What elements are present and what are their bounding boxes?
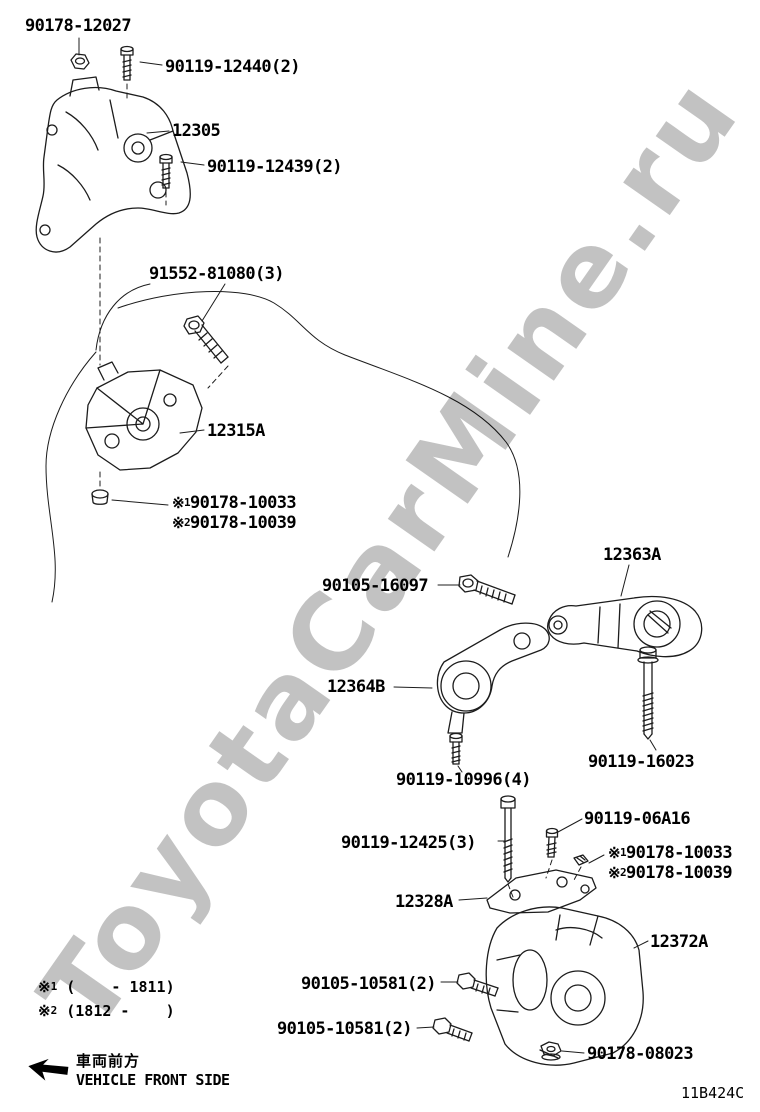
- part-label-12305: 12305: [172, 121, 221, 141]
- part-label-90119-06A16: 90119-06A16: [584, 809, 691, 829]
- part-label-90105-10581-lower: 90105-10581(2): [277, 1019, 412, 1039]
- part-label-90178-12027: 90178-12027: [25, 16, 132, 36]
- label-text: 12328A: [395, 892, 453, 912]
- label-text: 90105-16097: [322, 576, 429, 596]
- reference-mark: ※: [38, 978, 51, 996]
- part-label-90178-08023: 90178-08023: [587, 1044, 694, 1064]
- reference-mark-number: 2: [50, 1004, 58, 1017]
- part-label-12363A: 12363A: [603, 545, 661, 565]
- front-label-jp: 車両前方: [76, 1052, 141, 1070]
- label-text: 90178-12027: [25, 16, 132, 36]
- label-text: 90105-10581(2): [277, 1019, 412, 1039]
- grommet-90178-10033: [91, 489, 109, 505]
- vehicle-front-indicator: 車両前方 VEHICLE FRONT SIDE: [28, 1050, 230, 1089]
- part-label-90178-10033-right: ※190178-10033: [608, 843, 733, 863]
- part-12305: [35, 76, 191, 253]
- label-text: 12364B: [327, 677, 385, 697]
- label-text: 90119-16023: [588, 752, 695, 772]
- label-text: 91552-81080(3): [149, 264, 284, 284]
- reference-mark-number: 2: [619, 866, 627, 879]
- bolt-90119-12425: [500, 795, 516, 883]
- part-12363A: [546, 595, 703, 658]
- routing-curves: [45, 283, 521, 603]
- bolt-90119-16023: [637, 646, 659, 740]
- part-label-12328A: 12328A: [395, 892, 453, 912]
- legend-note-1: ※1 ( - 1811): [38, 978, 175, 996]
- leader-lines: [78, 37, 657, 1054]
- bolt-90119-10996: [449, 732, 463, 765]
- part-12372A: [485, 906, 644, 1066]
- label-text: 90178-08023: [587, 1044, 694, 1064]
- part-12315A: [85, 361, 203, 471]
- part-label-12372A: 12372A: [650, 932, 708, 952]
- part-label-90119-16023: 90119-16023: [588, 752, 695, 772]
- nut-90178-08023: [540, 1041, 562, 1061]
- label-text: 12305: [172, 121, 221, 141]
- part-label-12315A: 12315A: [207, 421, 265, 441]
- bolt-90105-10581-lower: [432, 1017, 473, 1042]
- label-text: ( - 1811): [57, 978, 175, 996]
- part-label-90178-10033-left: ※190178-10033: [172, 493, 297, 513]
- front-texts: 車両前方 VEHICLE FRONT SIDE: [76, 1050, 230, 1089]
- label-text: 12372A: [650, 932, 708, 952]
- front-label-en: VEHICLE FRONT SIDE: [76, 1071, 230, 1089]
- part-label-90119-12439: 90119-12439(2): [207, 157, 342, 177]
- part-label-12364B: 12364B: [327, 677, 385, 697]
- nut-90178-12027: [70, 53, 90, 70]
- dashed-lines: [99, 83, 582, 898]
- diagram-code: 11B424C: [681, 1084, 745, 1102]
- reference-mark-number: 2: [183, 516, 191, 529]
- clip-90178-10033: [573, 854, 589, 866]
- label-text: 90119-10996(4): [396, 770, 531, 790]
- reference-mark-number: 1: [50, 980, 58, 993]
- part-12328A: [486, 869, 597, 914]
- label-text: 90119-12440(2): [165, 57, 300, 77]
- bolt-91552-81080: [183, 315, 229, 364]
- label-text: (1812 - ): [57, 1002, 175, 1020]
- part-label-90119-12425: 90119-12425(3): [341, 833, 476, 853]
- reference-mark-number: 1: [619, 846, 627, 859]
- label-text: 90178-10033: [190, 493, 297, 513]
- label-text: 90178-10033: [626, 843, 733, 863]
- part-label-90105-16097: 90105-16097: [322, 576, 429, 596]
- reference-mark: ※: [608, 864, 621, 882]
- legend-note-2: ※2 (1812 - ): [38, 1002, 175, 1020]
- part-label-90119-10996: 90119-10996(4): [396, 770, 531, 790]
- reference-mark: ※: [38, 1002, 51, 1020]
- label-text: 90178-10039: [190, 513, 297, 533]
- reference-mark: ※: [608, 844, 621, 862]
- bolt-90119-06A16: [545, 827, 559, 858]
- label-text: 12315A: [207, 421, 265, 441]
- label-text: 90119-12439(2): [207, 157, 342, 177]
- reference-mark-number: 1: [183, 496, 191, 509]
- bolt-90119-12439: [159, 153, 173, 189]
- label-text: 12363A: [603, 545, 661, 565]
- front-direction-arrow-icon: [28, 1058, 69, 1081]
- label-text: 90178-10039: [626, 863, 733, 883]
- part-label-90119-12440: 90119-12440(2): [165, 57, 300, 77]
- part-12364B: [436, 622, 550, 734]
- bolt-90105-16097: [458, 574, 516, 605]
- label-text: 90119-12425(3): [341, 833, 476, 853]
- reference-mark: ※: [172, 494, 185, 512]
- bolt-90105-10581-upper: [456, 972, 499, 997]
- part-label-90178-10039-left: ※290178-10039: [172, 513, 297, 533]
- label-text: 90119-06A16: [584, 809, 691, 829]
- reference-mark: ※: [172, 514, 185, 532]
- label-text: 90105-10581(2): [301, 974, 436, 994]
- part-label-90105-10581-upper: 90105-10581(2): [301, 974, 436, 994]
- bolt-90119-12440: [120, 45, 134, 81]
- part-label-90178-10039-right: ※290178-10039: [608, 863, 733, 883]
- part-label-91552-81080: 91552-81080(3): [149, 264, 284, 284]
